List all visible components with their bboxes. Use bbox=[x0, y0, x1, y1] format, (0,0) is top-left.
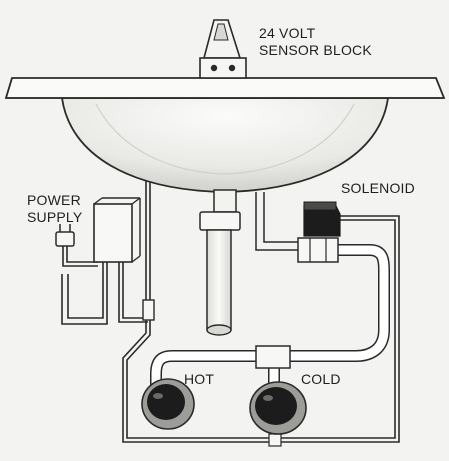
power-supply-box bbox=[93, 197, 141, 263]
drain-tailpiece bbox=[199, 189, 241, 336]
control-wire bbox=[122, 168, 400, 447]
hot-shutoff-valve bbox=[141, 378, 195, 430]
sensor-block bbox=[199, 57, 247, 79]
solenoid-fittings bbox=[297, 237, 339, 263]
power-supply-label-line1: POWER bbox=[27, 192, 81, 208]
mixed-supply-tube bbox=[255, 192, 300, 251]
plug-icon bbox=[55, 224, 75, 247]
sensor-block-label-line1: 24 VOLT bbox=[259, 25, 316, 41]
sink-bowl bbox=[60, 97, 390, 193]
sink-rim bbox=[4, 77, 446, 99]
cold-shutoff-valve bbox=[249, 381, 307, 435]
cold-label: COLD bbox=[301, 371, 341, 387]
solenoid-label: SOLENOID bbox=[341, 180, 415, 196]
power-supply-cords bbox=[61, 246, 148, 325]
tee-fitting bbox=[255, 345, 291, 369]
sensor-block-label-line2: SENSOR BLOCK bbox=[259, 42, 372, 58]
solenoid-valve bbox=[303, 201, 341, 237]
power-supply-label-line2: SUPPLY bbox=[27, 209, 83, 225]
water-tubing bbox=[150, 244, 390, 386]
sensor-faucet bbox=[202, 19, 242, 59]
wire-connector bbox=[142, 299, 155, 321]
hot-label: HOT bbox=[184, 371, 215, 387]
